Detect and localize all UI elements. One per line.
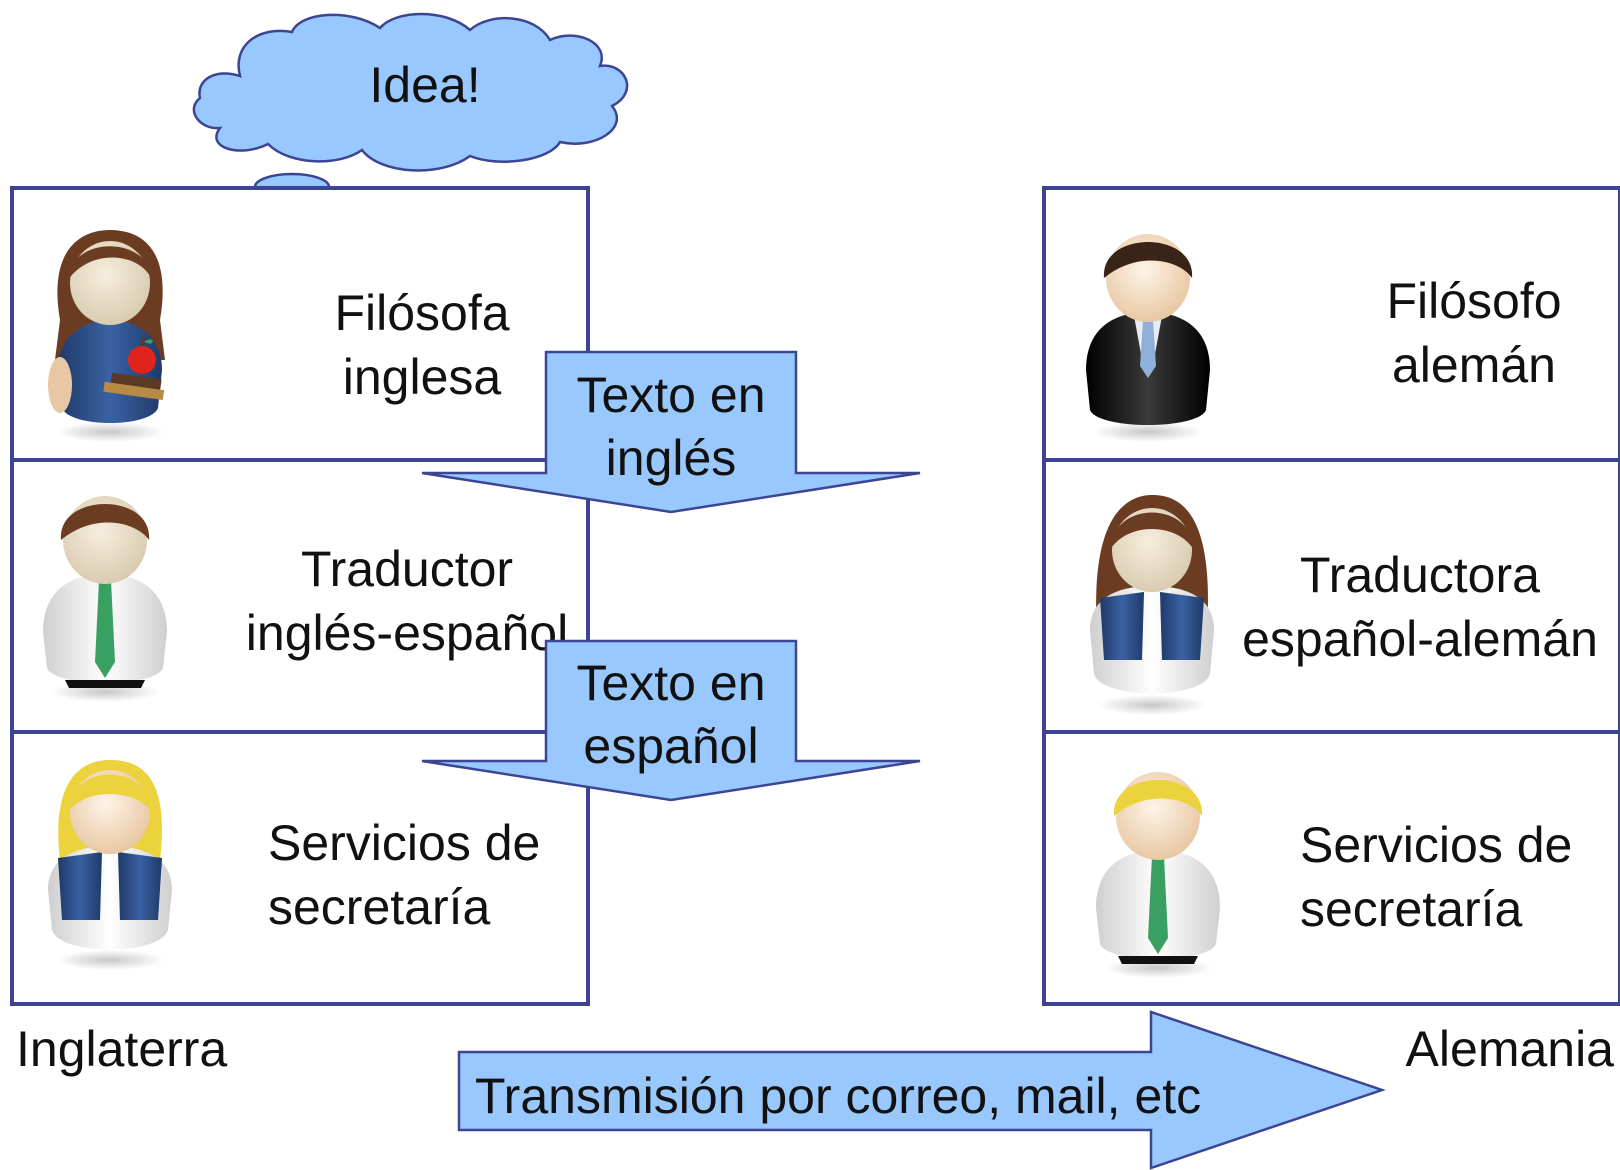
thought-text: Idea! xyxy=(369,57,480,113)
transmission-text: Transmisión por correo, mail, etc xyxy=(475,1068,1201,1124)
spanish-text-arrow: Texto en español xyxy=(421,639,921,802)
man-green-tie-icon xyxy=(43,496,167,702)
england-philosopher-line1: Filósofa xyxy=(334,285,509,341)
england-secretary-line1: Servicios de xyxy=(268,815,540,871)
woman-teacher-icon xyxy=(48,230,165,442)
spanish-text-line1: Texto en xyxy=(576,655,765,711)
man-black-suit-icon xyxy=(1086,234,1210,442)
germany-country-label: Alemania xyxy=(1406,1021,1615,1077)
germany-translator-line2: español-alemán xyxy=(1242,611,1598,667)
spanish-text-line2: español xyxy=(583,718,758,774)
blonde-man-green-tie-icon xyxy=(1096,772,1220,978)
england-translator-line2: inglés-español xyxy=(246,605,568,661)
blonde-woman-vest-icon xyxy=(48,760,172,970)
england-secretary-line2: secretaría xyxy=(268,879,491,935)
england-translator-line1: Traductor xyxy=(301,541,513,597)
transmission-arrow: Transmisión por correo, mail, etc xyxy=(457,1010,1386,1170)
brunette-woman-vest-icon xyxy=(1090,495,1214,715)
english-text-line1: Texto en xyxy=(576,367,765,423)
england-philosopher-line2: inglesa xyxy=(343,349,502,405)
thought-cloud-shape xyxy=(192,12,629,172)
germany-translator-line1: Traductora xyxy=(1300,547,1540,603)
germany-philosopher-line1: Filósofo xyxy=(1386,273,1561,329)
english-text-arrow: Texto en inglés xyxy=(421,350,921,514)
germany-philosopher-line2: alemán xyxy=(1392,337,1556,393)
england-country-label: Inglaterra xyxy=(16,1021,227,1077)
germany-secretary-line1: Servicios de xyxy=(1300,817,1572,873)
england-stack xyxy=(10,186,590,1006)
germany-secretary-line2: secretaría xyxy=(1300,881,1523,937)
english-text-line2: inglés xyxy=(606,430,737,486)
